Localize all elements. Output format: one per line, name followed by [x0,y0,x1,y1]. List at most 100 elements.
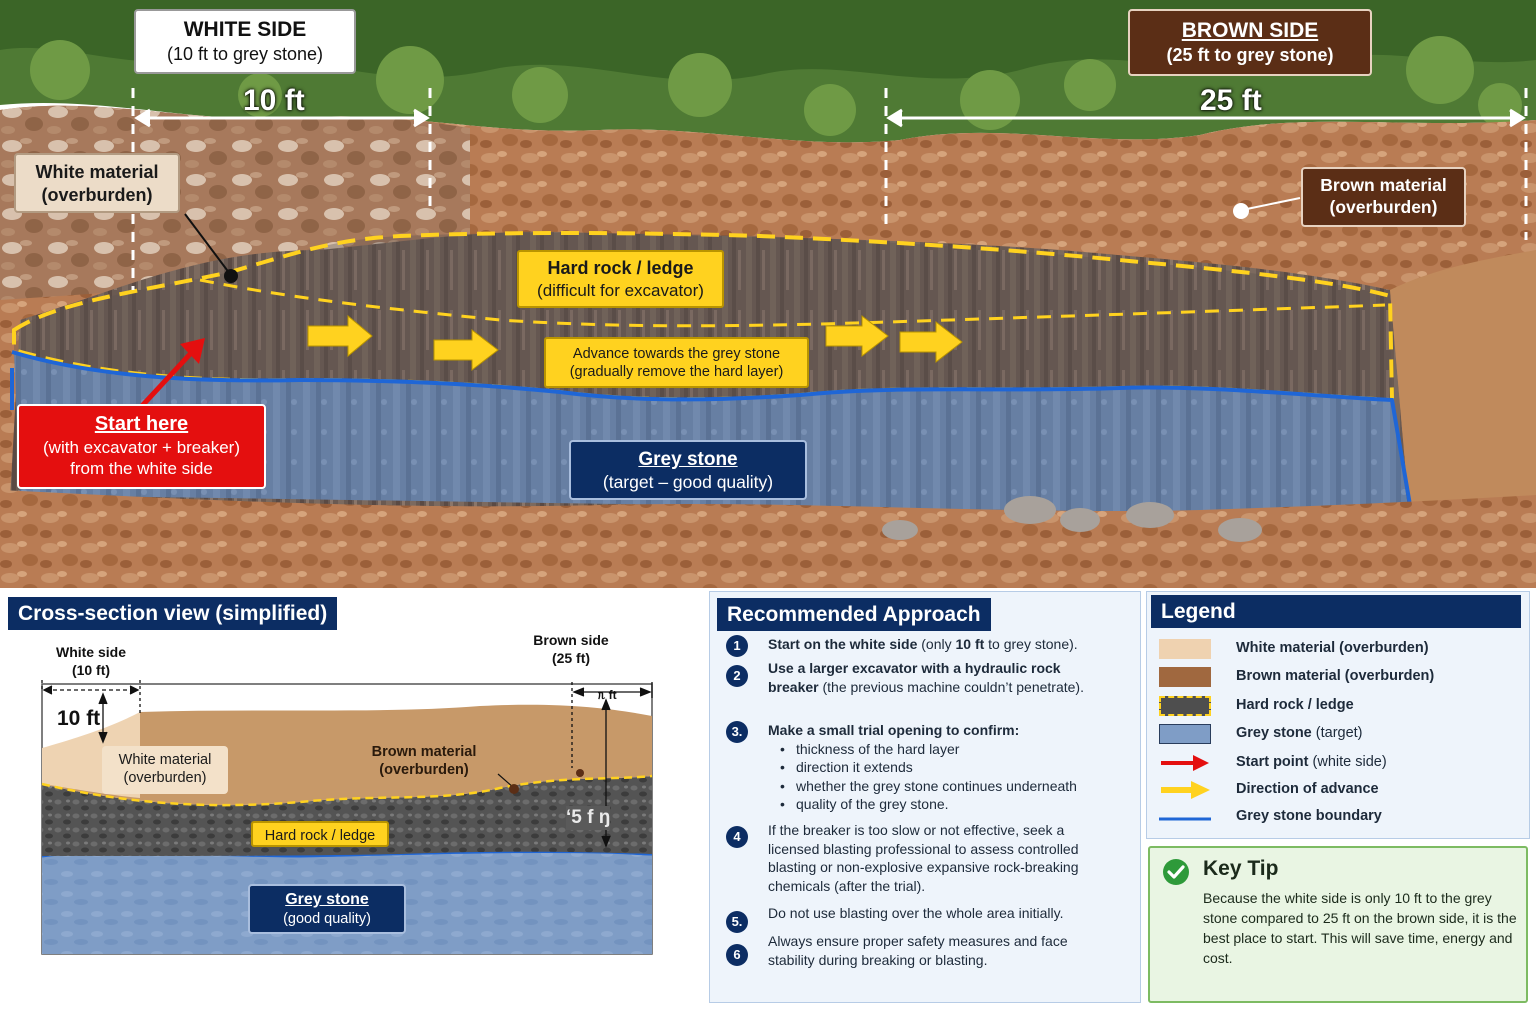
cs-dim-brown-top-text: ᥰ ft [598,688,617,702]
key-tip-panel: Key Tip Because the white side is only 1… [1148,846,1528,1003]
brown-side-label: BROWN SIDE (25 ft to grey stone) [1128,9,1372,76]
legend-item-direction: Direction of advance [1159,778,1519,802]
legend-label: Start point (white side) [1236,754,1387,770]
white-side-label: WHITE SIDE (10 ft to grey stone) [134,9,356,74]
brown-side-dimension [884,88,1528,240]
brown-material-line1: Brown material [1320,175,1447,195]
legend-panel: Legend White material (overburden) Brown… [1146,591,1530,839]
step-3-bold: Make a small trial opening to confirm: [768,722,1020,738]
cs-white-dimension [41,680,141,744]
bullet-item: quality of the grey stone. [780,795,1118,814]
legend-title: Legend [1151,595,1521,629]
step-number: 6 [726,944,748,966]
start-here-line2: from the white side [70,459,213,479]
step-text: Use a larger excavator with a hydraulic … [768,659,1088,696]
legend-label: Direction of advance [1236,781,1379,797]
white-material-leader [184,213,231,275]
brown-side-subtitle: (25 ft to grey stone) [1166,45,1334,66]
right-earth-pillar [1390,250,1536,520]
grey-stone-label: Grey stone (target – good quality) [569,440,807,500]
cs-dim-white-text: 10 ft [57,707,101,730]
cs-brown-marker [509,784,519,794]
advance-label: Advance towards the grey stone (graduall… [544,337,809,388]
brown-material-marker [1233,203,1249,219]
cs-white-side-label: White side (10 ft) [48,644,134,679]
brown-material-line2: (overburden) [1329,196,1438,217]
hard-rock-inner-line [199,278,1386,328]
step-text: Make a small trial opening to confirm: t… [768,721,1118,814]
white-material-marker [224,269,238,283]
hard-rock-label: Hard rock / ledge (difficult for excavat… [517,250,724,308]
cs-brown-side-label: Brown side (25 ft) [522,632,620,667]
cs-brown-material-label: Brown material (overburden) [358,743,490,779]
cs-grey-stone-subtitle: (good quality) [283,911,371,927]
legend-label-bold: Start point [1236,754,1309,770]
recommended-approach-panel: Recommended Approach 1 Start on the whit… [709,591,1141,1003]
grey-stone-tint [14,352,1410,520]
brown-side-dimension-label: 25 ft [1200,84,1262,117]
grey-stone-region [14,352,1410,520]
bullet-item: thickness of the hard layer [780,740,1118,759]
step-4-text: If the breaker is too slow or not effect… [768,822,1079,894]
bullet-item: direction it extends [780,758,1118,777]
grey-stone-subtitle: (target – good quality) [602,471,774,492]
cs-brown-marker-2 [576,769,584,777]
cs-white-material-line2: (overburden) [123,770,207,787]
step-1-rest: (only [917,636,956,652]
red-arrow-icon [1161,755,1209,771]
step-5-text: Do not use blasting over the whole area … [768,905,1064,921]
legend-label-rest: (white side) [1308,754,1387,770]
step-number: 2 [726,665,748,687]
white-material-swatch [1159,639,1211,659]
legend-label: Brown material (overburden) [1236,668,1435,684]
cross-section-panel: Cross-section view (simplified) [0,588,705,1024]
legend-item-boundary: Grey stone boundary [1159,805,1519,829]
cs-hard-rock [42,776,652,856]
legend-label: Grey stone boundary [1236,808,1382,824]
legend-item-white-material: White material (overburden) [1159,637,1519,661]
approach-title: Recommended Approach [717,598,991,632]
legend-label: White material (overburden) [1236,640,1429,656]
hard-rock-line1: Hard rock / ledge [547,258,694,278]
white-side-dimension-label: 10 ft [243,84,305,117]
grey-stone-swatch [1159,724,1211,744]
start-here-label: Start here (with excavator + breaker) fr… [17,404,266,489]
cs-white-material-line1: White material [118,752,212,768]
white-side-subtitle: (10 ft to grey stone) [166,44,324,65]
step-3-bullets: thickness of the hard layer direction it… [780,740,1118,814]
legend-label: Grey stone (target) [1236,725,1363,741]
legend-item-brown-material: Brown material (overburden) [1159,665,1519,689]
legend-label: Hard rock / ledge [1236,697,1354,713]
foreground-boulders [882,496,1262,542]
legend-item-grey-stone: Grey stone (target) [1159,722,1519,746]
shrubs [30,36,1522,136]
brown-side-title: BROWN SIDE [1181,19,1319,42]
white-material-line1: White material [35,162,159,182]
brown-material-label: Brown material (overburden) [1301,167,1466,227]
white-side-dimension [131,88,432,290]
yellow-arrow-icon [1161,781,1210,799]
bullet-item: whether the grey stone continues underne… [780,777,1118,796]
check-circle-icon [1163,859,1189,885]
legend-label-rest: (target) [1311,725,1363,741]
cs-dim-brown-mid-text: ʻ5 f ŋ [566,806,611,830]
brown-material-swatch [1159,667,1211,687]
step-1-bold2: 10 ft [955,636,985,652]
step-number: 5. [726,911,748,933]
start-here-line1: (with excavator + breaker) [43,438,240,457]
cs-hard-rock-top-line [41,774,653,807]
cs-brown-side-line2: (25 ft) [551,649,591,666]
cs-white-side-line2: (10 ft) [71,661,111,678]
key-tip-text: Because the white side is only 10 ft to … [1203,890,1517,966]
cs-brown-material-line2: (overburden) [379,762,469,779]
cs-white-material-label: White material (overburden) [102,746,228,794]
cs-grey-stone-title: Grey stone [285,891,369,908]
hard-rock-swatch [1159,696,1211,716]
step-number: 1 [726,635,748,657]
cs-brown-material-line1: Brown material [371,744,477,760]
white-side-title: WHITE SIDE [183,18,307,41]
step-number: 3. [726,721,748,743]
site-photo: WHITE SIDE (10 ft to grey stone) BROWN S… [0,0,1536,588]
step-1-rest2: to grey stone). [984,636,1078,652]
advance-arrows [307,314,963,372]
